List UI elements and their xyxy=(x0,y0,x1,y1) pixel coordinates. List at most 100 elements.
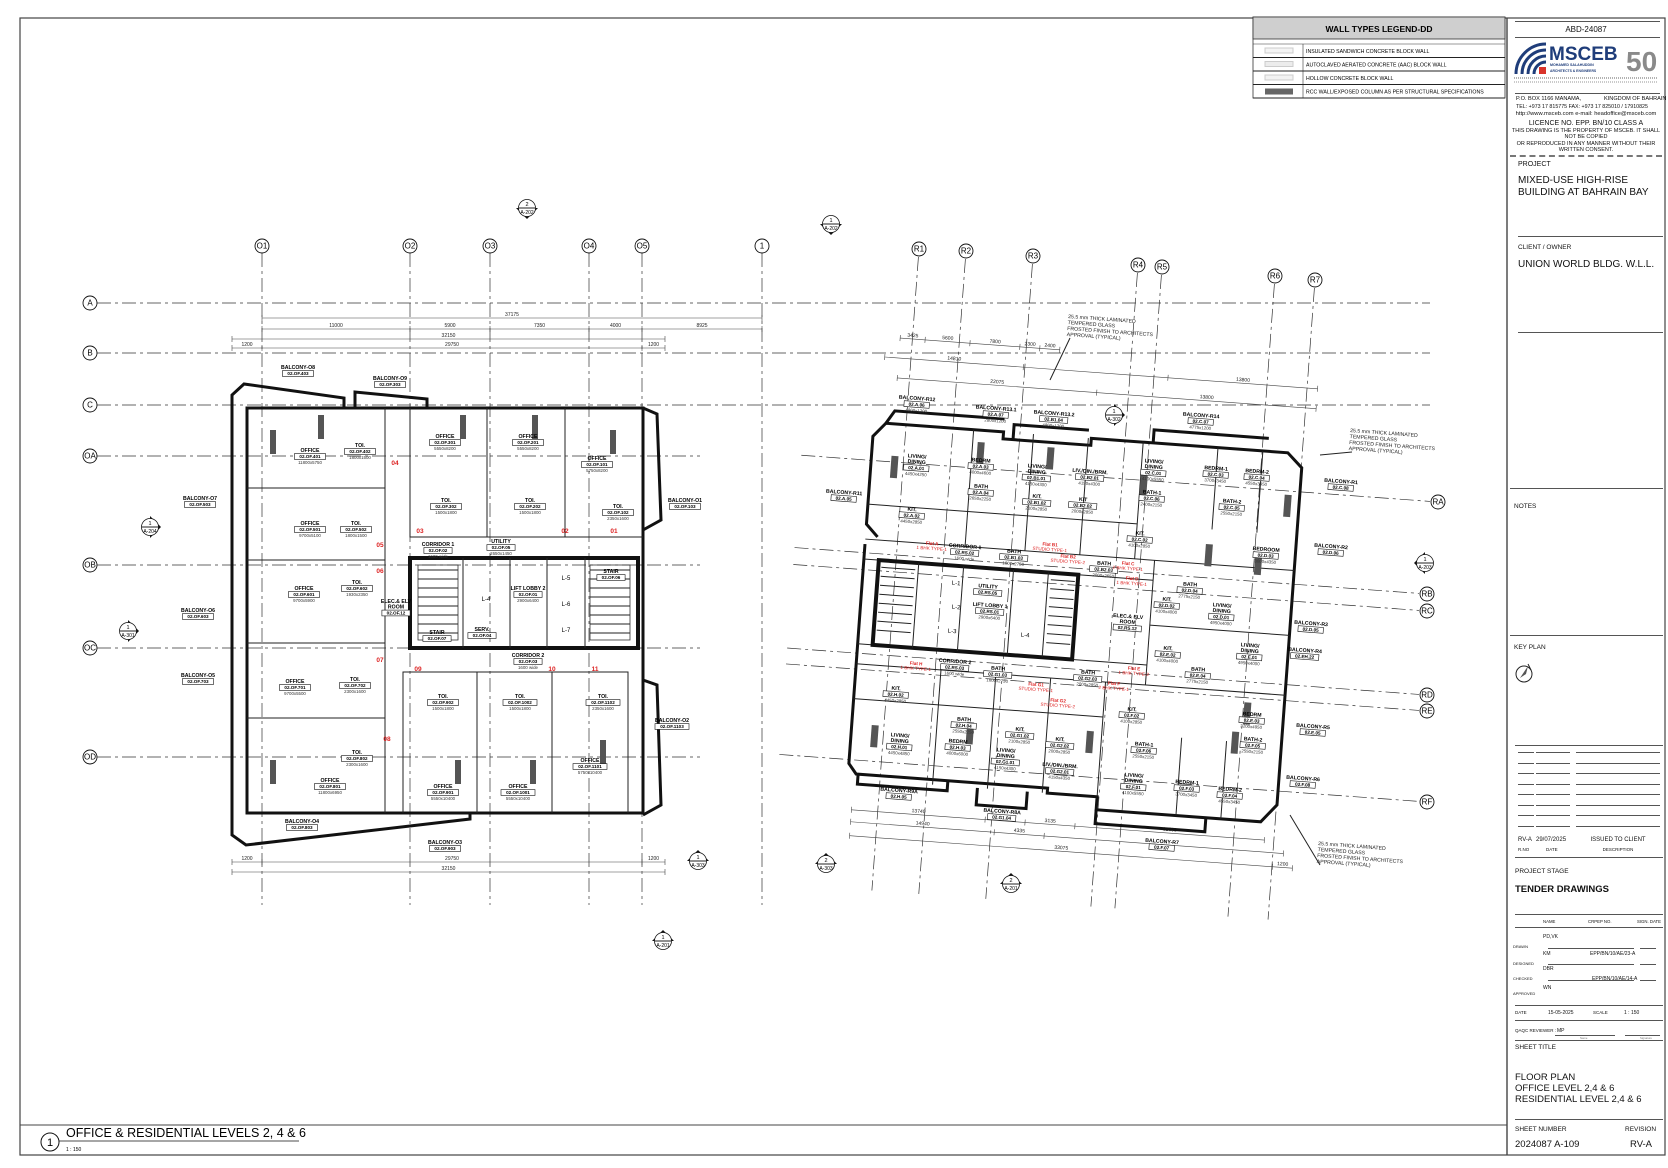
room-size: 3700x3450 xyxy=(1175,791,1198,798)
room-id: 02.B2.01 xyxy=(1080,475,1099,481)
room-size: 2000x2650 xyxy=(1092,572,1115,579)
section-marker-A-202[interactable]: 1A-202 xyxy=(820,215,842,236)
room-name: BALCONY-R8A xyxy=(983,808,1021,817)
unit-partition xyxy=(1096,681,1107,797)
room-name: BEDRM-2 xyxy=(1218,786,1242,794)
stair-icon xyxy=(417,564,459,641)
room-name: CORRIDOR 1 xyxy=(949,543,982,551)
qaqc-value: MP xyxy=(1557,1028,1565,1034)
logo-50: 50 xyxy=(1626,46,1657,77)
svg-text:1: 1 xyxy=(1112,409,1115,415)
room-name: BALCONY-R11 xyxy=(826,489,863,498)
dimension-text: 2300 xyxy=(1024,341,1036,348)
room-id: 02.OF.12 xyxy=(387,611,406,616)
grid-bubble-R7: R7 xyxy=(1307,272,1323,288)
room-id: 02.OF.702 xyxy=(344,683,366,688)
room-id: 02.C.03 xyxy=(1207,472,1224,478)
section-marker-A-202[interactable]: 2A-202 xyxy=(516,199,538,220)
section-marker-A-204[interactable]: 1A-204 xyxy=(141,516,162,538)
room-size: 1600 wide xyxy=(954,555,975,561)
room-id: 02.C.05 xyxy=(1223,505,1240,511)
logo-arcs-icon: MSCEB MOHAMED SALAHUDDIN ARCHITECTS & EN… xyxy=(1514,42,1658,83)
room-size: 4150x4300 xyxy=(1078,480,1101,487)
unit-partition xyxy=(1024,434,1034,551)
section-marker-A-301[interactable]: 1A-301 xyxy=(119,620,140,642)
room-id: 02.OF.503 xyxy=(189,502,211,507)
firm-contact-info: P.O. BOX 1166 MANAMA, KINGDOM OF BAHRAIN… xyxy=(1510,96,1667,154)
room-name: BEDRM xyxy=(948,738,967,745)
svg-text:APPROVAL (TYPICAL): APPROVAL (TYPICAL) xyxy=(1317,859,1371,869)
section-marker-A-201[interactable]: 2A-201 xyxy=(1000,873,1022,893)
room-name: LIVING/ xyxy=(1125,772,1145,779)
dimension-text: 32150 xyxy=(442,333,456,339)
revision-label: REVISION xyxy=(1625,1126,1657,1133)
svg-text:R7: R7 xyxy=(1310,276,1321,285)
room-size: 2650x2250 xyxy=(969,495,992,502)
room-name: OFFICE xyxy=(587,456,607,462)
room-size: 2100x2850 xyxy=(1008,738,1031,745)
drawn-name: PD,VK xyxy=(1543,934,1559,940)
room-id: 02.OF.101 xyxy=(586,462,608,467)
room-name: TOI. xyxy=(355,443,366,449)
room-name: BEDRM-1 xyxy=(1204,465,1228,473)
section-marker-A-303[interactable]: 2A-303 xyxy=(815,853,837,873)
grid-bubble-RC: RC xyxy=(1419,603,1435,619)
dimension-text: 1200 xyxy=(648,856,659,862)
room-id: 02.A.01 xyxy=(908,465,925,471)
dimension-text: 14810 xyxy=(947,356,962,363)
section-marker-A-303[interactable]: 1A-303 xyxy=(687,850,709,870)
room-id: 02.OF.04 xyxy=(473,633,492,638)
room-size: 4100x2850 xyxy=(1128,542,1151,549)
room-id: 02.OF.01 xyxy=(519,592,538,597)
section-marker-A-203[interactable]: 1A-203 xyxy=(1414,552,1434,574)
room-size: 1500x1800 xyxy=(519,510,541,515)
section-marker-A-201[interactable]: 1A-201 xyxy=(652,930,674,950)
room-02-OF-04: SERV.02.OF.04 xyxy=(467,627,497,639)
room-name: BEDRM-1 xyxy=(1175,779,1199,787)
room-name: KIT. xyxy=(891,686,901,693)
column xyxy=(532,415,538,439)
column xyxy=(610,430,616,454)
view-number: 1 xyxy=(47,1137,53,1149)
rev-description-header: DESCRIPTION xyxy=(1602,847,1634,852)
svg-text:Flat B2: Flat B2 xyxy=(1060,553,1076,559)
flat-tag: Flat D1 BHK TYPE-1 xyxy=(1116,576,1147,588)
column xyxy=(270,760,276,784)
room-name: ROOM xyxy=(388,605,404,611)
scale-label: SCALE xyxy=(1593,1010,1608,1015)
room-id: 02.D.01 xyxy=(1213,614,1230,620)
room-size: 4100x4000 xyxy=(1155,608,1178,615)
room-size: 9700x5500 xyxy=(284,691,306,696)
room-name: BEDROOM xyxy=(1252,546,1279,554)
grid-line-RD xyxy=(787,647,1420,695)
dimension-text: 22075 xyxy=(990,379,1005,386)
date-label: DATE xyxy=(1515,1010,1527,1015)
room-name: BALCONY-R6 xyxy=(1286,775,1320,783)
dimension-text: 4335 xyxy=(1014,828,1026,835)
sheet-title-line1: FLOOR PLAN xyxy=(1515,1072,1576,1083)
room-id: 02.EH.22 xyxy=(1295,653,1315,659)
stair-tread xyxy=(1050,579,1075,583)
room-name: BATH xyxy=(974,483,989,490)
dimension-text: 1200 xyxy=(1277,861,1289,868)
dimension-text: 5600 xyxy=(942,335,954,342)
room-id: 02.C.02 xyxy=(1131,537,1148,543)
room-name: LIVING/ xyxy=(891,732,911,739)
room-id: 02.OF.602 xyxy=(346,586,368,591)
room-id: 02.G2.02 xyxy=(1050,743,1070,749)
balcony-r14-wall xyxy=(1151,428,1269,443)
section-marker-A-302[interactable]: 1A-302 xyxy=(1105,404,1126,426)
wall-types-legend: WALL TYPES LEGEND-DD INSULATED SANDWICH … xyxy=(1252,16,1506,99)
room-size: 4450x2850 xyxy=(884,697,907,704)
room-size: 3200x4950 xyxy=(1240,723,1263,730)
room-id: 02.OF.07 xyxy=(428,636,447,641)
room-id: 02.A.03 xyxy=(972,464,989,470)
room-size: 4000x4600 xyxy=(969,469,992,476)
svg-text:RD: RD xyxy=(1421,691,1433,700)
room-id: 02.OF.201 xyxy=(517,440,539,445)
balcony-r13-wall xyxy=(1011,423,1090,440)
room-name: BATH xyxy=(957,716,972,723)
